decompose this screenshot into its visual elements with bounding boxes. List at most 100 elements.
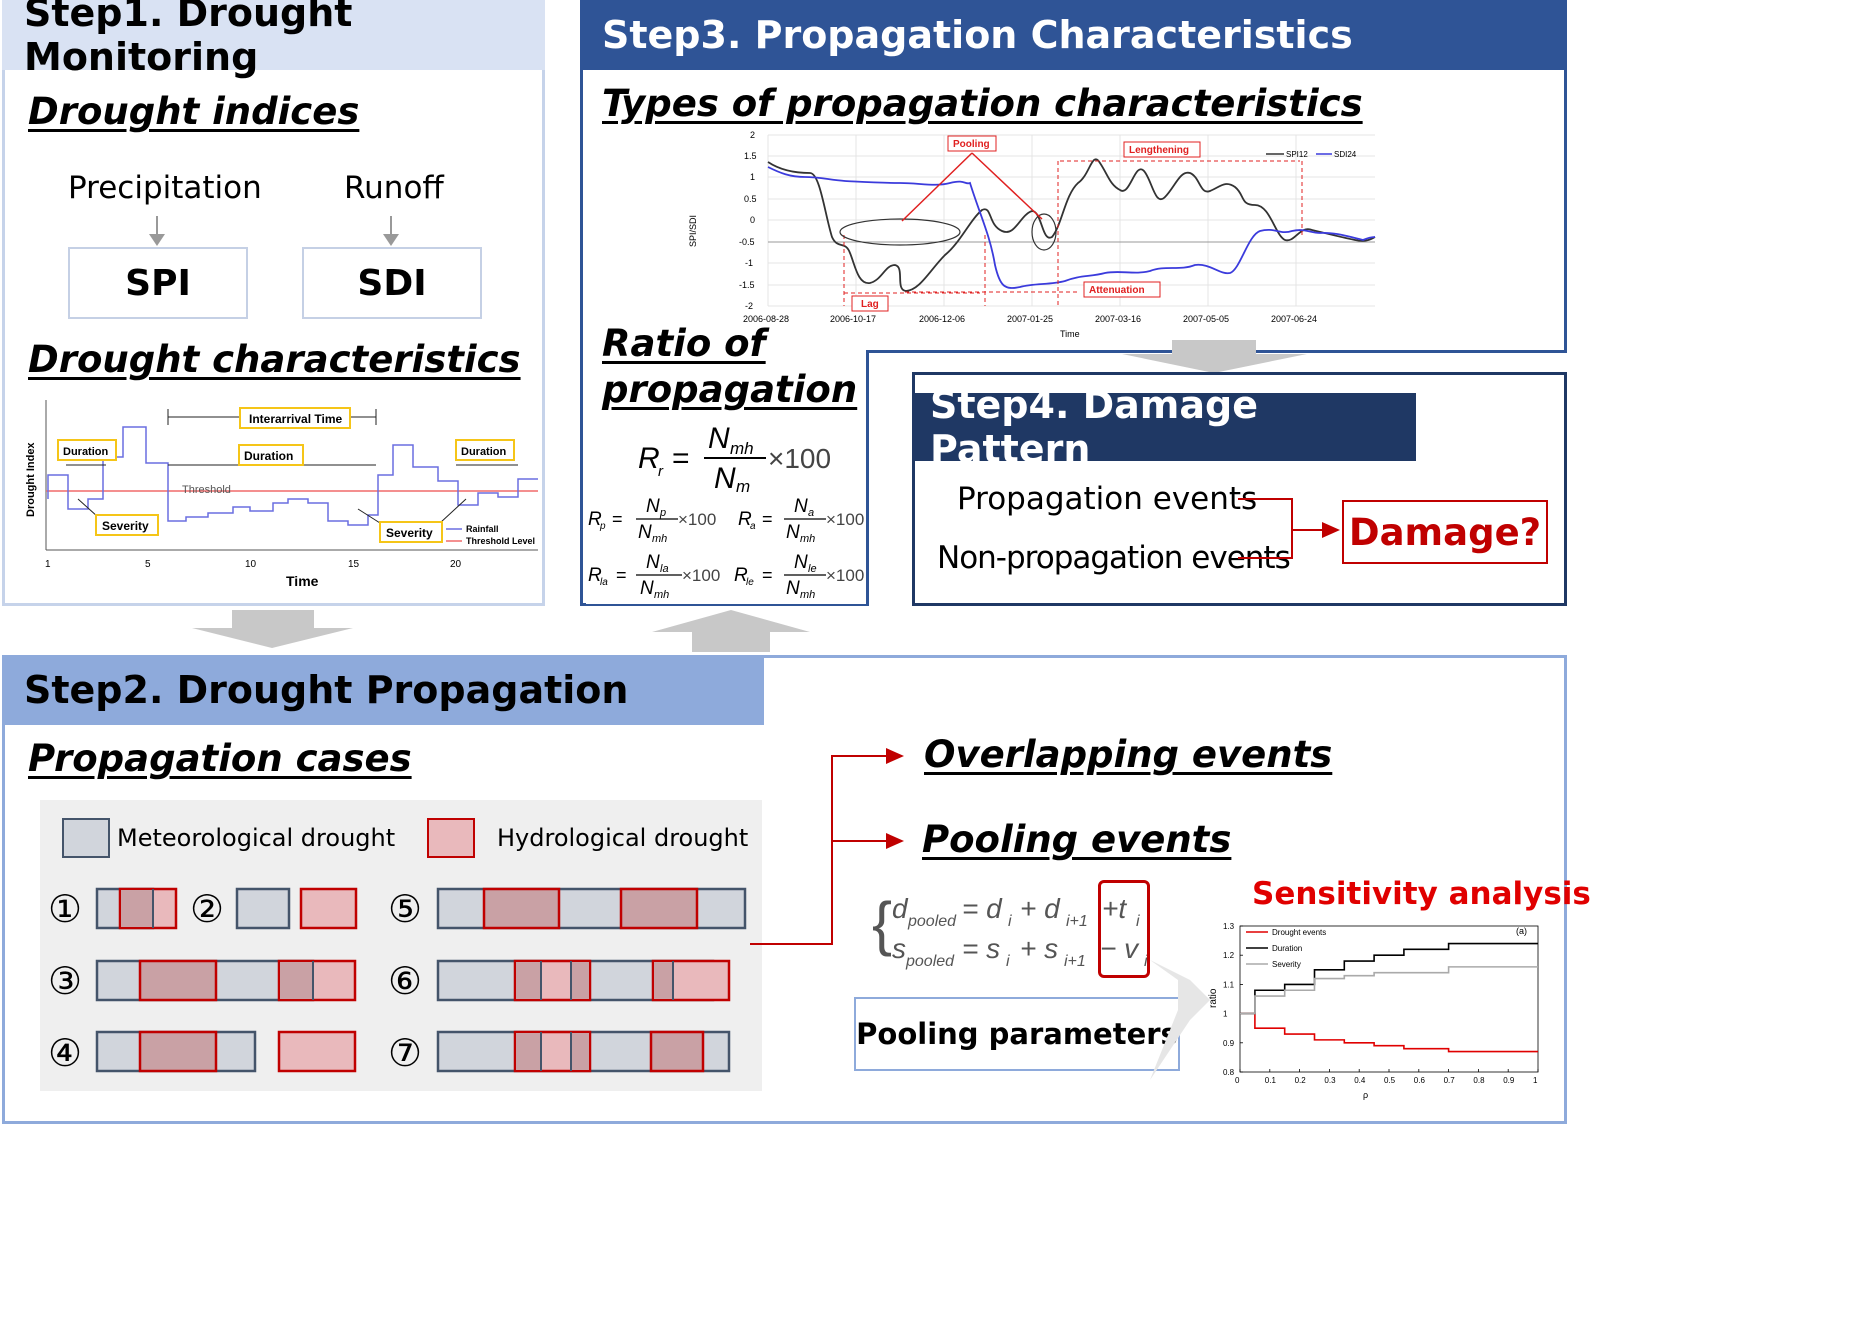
- svg-text:p: p: [599, 521, 606, 532]
- annot-lengthening: Lengthening: [1129, 145, 1189, 156]
- sens-legend-label: Drought events: [1272, 928, 1326, 937]
- case-number-6: ⑥: [388, 959, 423, 1003]
- sens-x-tick: 0.8: [1473, 1076, 1485, 1085]
- step4-title: Step4. Damage Pattern: [930, 383, 1259, 471]
- svg-text:a: a: [750, 521, 756, 532]
- svg-text:N: N: [640, 578, 654, 599]
- svg-text:mh: mh: [800, 533, 815, 545]
- sens-series-severity: [1240, 966, 1538, 1015]
- ratio-main-formula: R r = N mh N m ×100: [632, 422, 872, 496]
- drought-characteristics-heading: Drought characteristics: [28, 338, 521, 381]
- interarrival-callout: [239, 407, 351, 429]
- step1-header: Step1. Drought Monitoring: [2, 0, 545, 79]
- formula-rle: R le = N le N mh ×100: [734, 552, 864, 601]
- sens-y-tick: 1.2: [1223, 951, 1235, 960]
- eq2-i: i: [1006, 953, 1010, 970]
- step4-header: Step4. Damage Pattern: [914, 383, 1416, 471]
- types-heading: Types of propagation characteristics: [602, 82, 1363, 125]
- formula-main-lhs: R: [638, 442, 660, 475]
- propagation-characteristics-chart: 2 1.5 1 0.5 0 -0.5 -1 -1.5 -2 SPI/SDI 20…: [688, 130, 1376, 339]
- ratio-small-formulas: R p = N p N mh ×100 R a = N a N mh ×100 …: [586, 492, 871, 604]
- svg-text:N: N: [786, 522, 800, 543]
- legend-rainfall: Rainfall: [466, 524, 499, 534]
- formula-rp: R p = N p N mh ×100: [588, 496, 716, 545]
- case-6-bars: [436, 959, 731, 1002]
- svg-text:=: =: [612, 509, 623, 529]
- eq2-rhs: = s: [962, 933, 1000, 964]
- pooling-events-label: Pooling events: [922, 818, 1232, 861]
- step3-x-tick-6: 2007-06-24: [1271, 314, 1317, 324]
- sens-x-tick: 0.6: [1414, 1076, 1426, 1085]
- sdi24-series: [767, 166, 1376, 289]
- indices-arrows: [149, 216, 399, 246]
- svg-text:N: N: [638, 522, 652, 543]
- svg-text:×100: ×100: [682, 566, 720, 585]
- pooling-params-highlight: [1098, 880, 1150, 978]
- pooling-equation: { d pooled = d i + d i+1 +t i s pooled =…: [872, 878, 1162, 978]
- sens-x-tick: 0.7: [1444, 1076, 1456, 1085]
- eq1-extra-sub: i: [1136, 913, 1140, 930]
- svg-text:=: =: [616, 565, 627, 585]
- annot-pooling: Pooling: [953, 139, 990, 150]
- severity-right-label: Severity: [386, 526, 433, 540]
- step1-to-step2-arrow: [192, 610, 353, 648]
- sens-x-tick: 0.5: [1384, 1076, 1396, 1085]
- case-number-2: ②: [190, 887, 225, 931]
- case-1-bars: [95, 887, 178, 930]
- step1-threshold-label: Threshold: [182, 484, 231, 496]
- precipitation-label: Precipitation: [68, 170, 262, 206]
- step3-y-tick-0: 2: [750, 130, 755, 140]
- step2-header: Step2. Drought Propagation: [2, 655, 764, 725]
- svg-text:=: =: [672, 442, 690, 475]
- eq2-plus: + s: [1020, 933, 1058, 964]
- svg-text:R: R: [734, 565, 748, 586]
- formula-main-num: N: [708, 422, 730, 455]
- sdi-label: SDI: [357, 262, 427, 304]
- eq2-lhs: s: [892, 933, 906, 964]
- damage-connector: [1238, 498, 1340, 559]
- sens-x-tick: 0.1: [1265, 1076, 1277, 1085]
- sens-x-tick: 0.3: [1324, 1076, 1336, 1085]
- drought-characteristics-chart: Drought Index 1 5 10 15 20 Time Threshol…: [25, 400, 538, 589]
- step2-to-step3-arrow: [652, 610, 810, 652]
- step3-x-label: Time: [1060, 329, 1080, 339]
- step3-x-tick-4: 2007-03-16: [1095, 314, 1141, 324]
- step3-annotations: Pooling Lengthening Lag Attenuation SPI1…: [839, 135, 1357, 312]
- svg-text:N: N: [646, 552, 660, 573]
- step3-x-tick-2: 2006-12-06: [919, 314, 965, 324]
- step3-x-tick-0: 2006-08-28: [743, 314, 789, 324]
- case-number-1: ①: [48, 887, 83, 931]
- svg-text:la: la: [600, 577, 608, 588]
- formula-ra: R a = N a N mh ×100: [738, 496, 864, 545]
- sens-legend-label: Duration: [1272, 944, 1302, 953]
- svg-text:×100: ×100: [826, 510, 864, 529]
- ratio-heading-2: propagation: [602, 368, 858, 411]
- eq1-sub: pooled: [907, 913, 957, 930]
- svg-text:p: p: [659, 507, 666, 519]
- formula-main-times: ×100: [768, 443, 831, 474]
- legend-spi12: SPI12: [1286, 150, 1308, 159]
- step1-x-tick-3: 15: [348, 559, 360, 570]
- svg-text:R: R: [738, 509, 752, 530]
- svg-text:R: R: [588, 509, 602, 530]
- step1-x-label: Time: [286, 573, 319, 589]
- svg-text:mh: mh: [652, 533, 667, 545]
- sens-y-tick: 1.1: [1223, 980, 1235, 989]
- damage-label: Damage?: [1348, 510, 1542, 554]
- damage-box: Damage?: [1342, 500, 1548, 564]
- step3-y-tick-8: -2: [745, 301, 753, 311]
- spi12-series: [767, 158, 1376, 292]
- svg-text:a: a: [808, 507, 814, 519]
- sens-x-tick: 0: [1235, 1076, 1240, 1085]
- case-number-3: ③: [48, 959, 83, 1003]
- formula-main-num-sub: mh: [730, 439, 754, 458]
- sens-series-duration: [1240, 942, 1538, 1015]
- eq2-extra: − v: [1100, 933, 1140, 964]
- duration-mid-callout: [238, 444, 304, 466]
- svg-text:N: N: [786, 578, 800, 599]
- svg-text:N: N: [794, 496, 808, 517]
- step1-x-tick-2: 10: [245, 559, 257, 570]
- svg-text:mh: mh: [800, 589, 815, 601]
- svg-text:=: =: [762, 565, 773, 585]
